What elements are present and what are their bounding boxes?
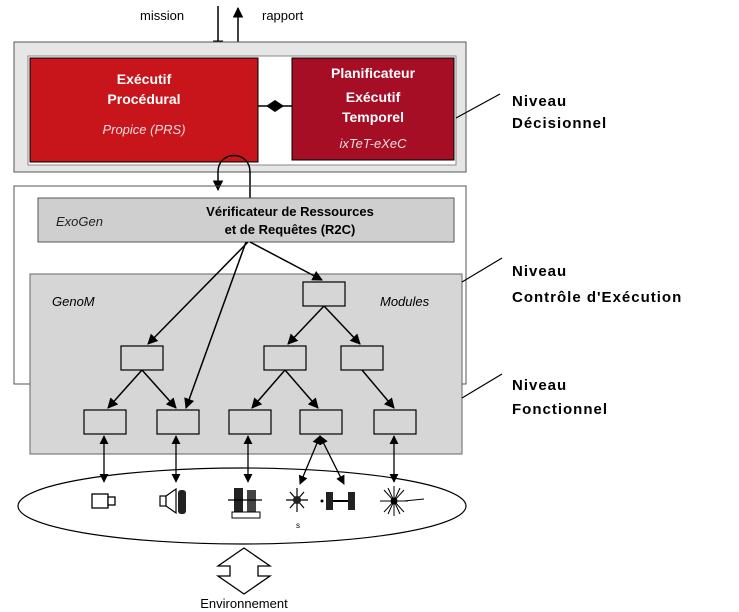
planner-line3: Temporel	[342, 109, 404, 125]
exec-proc-sub: Propice (PRS)	[102, 122, 185, 137]
mission-label: mission	[140, 8, 184, 23]
exec-proc-line2: Procédural	[107, 91, 180, 107]
level-controle-line1: Niveau	[512, 263, 567, 280]
module-boxes	[83, 281, 417, 435]
exogen-label: ExoGen	[56, 214, 103, 229]
device-links	[99, 435, 399, 485]
loop-arrow	[212, 154, 251, 200]
planner-line1: Planificateur	[331, 65, 416, 81]
planner-sub: ixTeT-eXeC	[340, 136, 408, 151]
r2c-line1: Vérificateur de Ressources	[206, 204, 374, 219]
level-fonctionnel-line2: Fonctionnel	[512, 401, 608, 418]
r2c-arrows	[147, 241, 323, 409]
executif-procedural-box	[29, 57, 259, 163]
environment-exchange-icon	[215, 547, 273, 595]
level-labels: Niveau Décisionnel Niveau Contrôle d'Exé…	[455, 93, 682, 418]
svg-text:s: s	[296, 521, 300, 530]
level-decisionnel-line2: Décisionnel	[512, 115, 607, 132]
level-decisionnel-line1: Niveau	[512, 93, 567, 110]
level-fonctionnel-line1: Niveau	[512, 377, 567, 394]
level-controle-line2: Contrôle d'Exécution	[512, 289, 682, 306]
planificateur-box	[291, 57, 455, 161]
camera-icon	[91, 493, 116, 509]
wheel-axle-icon	[320, 492, 355, 510]
laser-scanner-icon: s	[286, 488, 308, 530]
rapport-label: rapport	[262, 8, 304, 23]
tree-arrows	[107, 305, 395, 409]
module-box	[120, 345, 164, 371]
environment-label: Environnement	[200, 596, 288, 611]
module-box	[340, 345, 384, 371]
diamond-connector-icon	[266, 100, 284, 112]
module-box	[228, 409, 272, 435]
r2c-line2: et de Requêtes (R2C)	[225, 222, 356, 237]
genom-label: GenoM	[52, 294, 95, 309]
speaker-icon	[159, 487, 186, 515]
motor-icon	[228, 488, 262, 519]
module-box	[263, 345, 307, 371]
modules-label: Modules	[380, 294, 430, 309]
sonar-burst-icon	[380, 486, 425, 516]
planner-line2: Exécutif	[346, 89, 401, 105]
module-box	[156, 409, 200, 435]
module-box	[299, 409, 343, 435]
module-box	[302, 281, 346, 307]
module-box	[373, 409, 417, 435]
exec-proc-line1: Exécutif	[117, 71, 172, 87]
r2c-box	[37, 197, 455, 243]
module-box	[83, 409, 127, 435]
